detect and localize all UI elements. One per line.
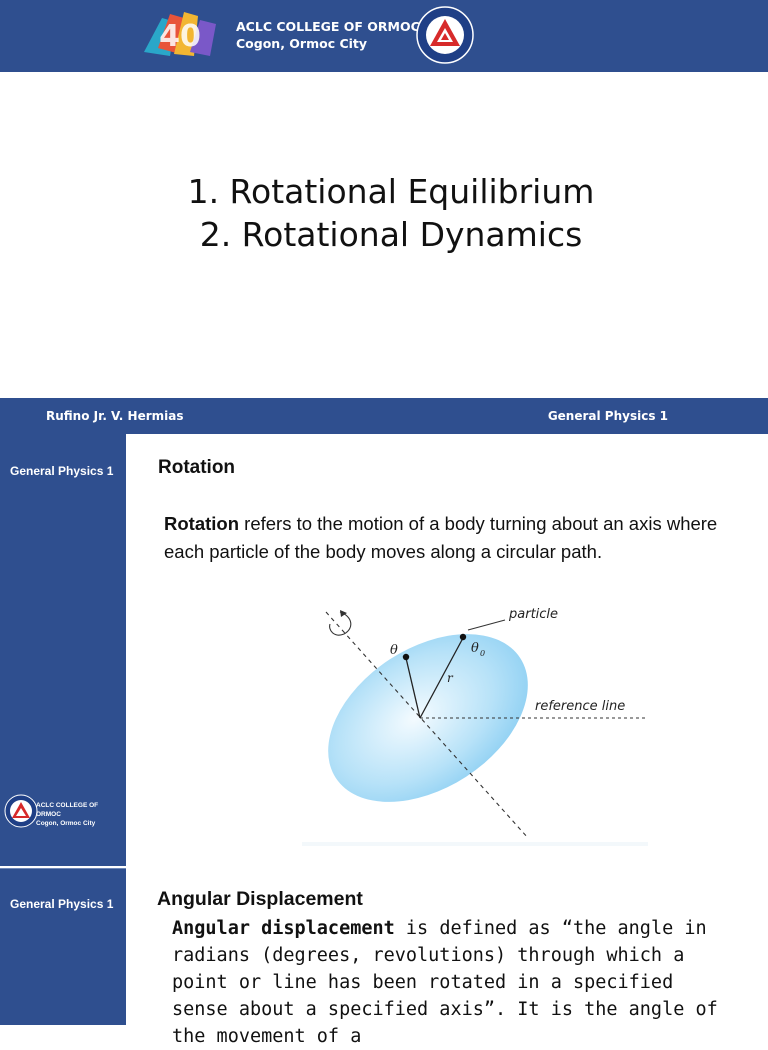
college-seal-small-icon [4, 794, 38, 828]
author-name: Rufino Jr. V. Hermias [46, 409, 184, 423]
theta0-subscript: 0 [480, 649, 485, 658]
rotation-axis [325, 611, 529, 839]
anniversary-40-logo-icon: 40 [144, 12, 216, 56]
particle-label: particle [508, 607, 558, 622]
college-name: ACLC COLLEGE OF ORMOC [236, 19, 420, 34]
radius-r [419, 637, 464, 719]
theta0-label: θ [471, 641, 479, 656]
badge-text: 40 [159, 19, 201, 54]
mini-logo-line2: Cogon, Ormoc City [36, 820, 96, 827]
mini-logo-line1: ACLC COLLEGE OF ORMOC [36, 802, 99, 818]
college-seal-icon [416, 6, 474, 64]
rotation-definition: Rotation refers to the motion of a body … [164, 510, 724, 566]
rotation-definition-text: refers to the motion of a body turning a… [164, 513, 718, 562]
rotation-arrow-icon [329, 611, 352, 636]
rotation-term: Rotation [164, 513, 240, 534]
sidebar-college-logo: ACLC COLLEGE OF ORMOC Cogon, Ormoc City [4, 794, 124, 830]
slide-footer-bar: Rufino Jr. V. Hermias General Physics 1 [0, 398, 768, 434]
particle-leader [467, 619, 506, 631]
reference-line-label: reference line [535, 699, 625, 714]
slide2-sidebar: General Physics 1 [0, 868, 126, 1025]
rotation-diagram: particle θ θ 0 r reference line [302, 607, 648, 846]
point-theta [402, 653, 410, 661]
sidebar-course-label: General Physics 1 [10, 464, 114, 478]
course-name: General Physics 1 [547, 409, 668, 423]
r-label: r [447, 671, 454, 685]
slide1-sidebar: General Physics 1 ACLC COLLEGE OF ORMOC … [0, 434, 126, 866]
angular-displacement-text: is defined as “the angle in radians (deg… [172, 918, 718, 1047]
title-line-2: 2. Rotational Dynamics [199, 215, 583, 254]
diagram-shadow [302, 842, 648, 846]
title-line-1: 1. Rotational Equilibrium [187, 172, 595, 211]
rotation-heading: Rotation [158, 457, 236, 478]
college-location: Cogon, Ormoc City [236, 36, 368, 51]
sidebar-course-label-2: General Physics 1 [10, 897, 114, 911]
angular-displacement-definition: Angular displacement is defined as “the … [172, 915, 732, 1050]
theta-label: θ [390, 643, 398, 658]
college-header: 40 ACLC COLLEGE OF ORMOC Cogon, Ormoc Ci… [0, 0, 768, 72]
college-title: ACLC COLLEGE OF ORMOC Cogon, Ormoc City [236, 18, 420, 52]
radius-theta [405, 657, 421, 719]
angular-displacement-term: Angular displacement [172, 918, 395, 939]
page-title: 1. Rotational Equilibrium 2. Rotational … [0, 170, 768, 256]
angular-displacement-heading: Angular Displacement [157, 888, 363, 910]
particle-point [459, 633, 467, 641]
